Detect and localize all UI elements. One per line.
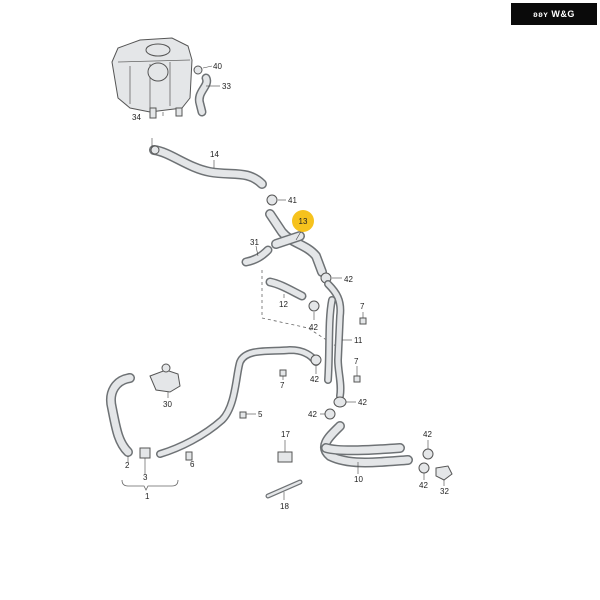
callout-5: 5 <box>258 410 263 419</box>
clip-41 <box>266 194 286 206</box>
hose-31 <box>241 245 273 267</box>
pipe-11 <box>324 280 352 400</box>
callout-30: 30 <box>163 400 172 409</box>
clip-42-lower <box>320 396 434 480</box>
hose-2 <box>106 373 135 462</box>
callout-31: 31 <box>250 238 259 247</box>
callout-6: 6 <box>190 460 195 469</box>
callout-7-c: 7 <box>280 381 285 390</box>
clip-6 <box>185 451 193 461</box>
brand-name: W&G <box>551 9 575 19</box>
hose-13 <box>265 209 327 277</box>
callout-40: 40 <box>213 62 222 71</box>
callout-17: 17 <box>281 430 290 439</box>
fitting-30 <box>149 363 181 398</box>
callout-42-a: 42 <box>344 275 353 284</box>
callout-7-b: 7 <box>354 357 359 366</box>
callout-3: 3 <box>143 473 148 482</box>
callout-42-g: 42 <box>419 481 428 490</box>
callout-42-c: 42 <box>310 375 319 384</box>
callout-33: 33 <box>222 82 231 91</box>
highlight-badge <box>292 210 314 232</box>
callout-13: 13 <box>299 217 308 226</box>
callout-41: 41 <box>288 196 297 205</box>
callout-32: 32 <box>440 487 449 496</box>
coolant-pipe-lower <box>156 346 320 458</box>
clip-42-mid <box>310 354 322 374</box>
hose-14 <box>149 138 267 189</box>
callout-12: 12 <box>279 300 288 309</box>
callout-10: 10 <box>354 475 363 484</box>
hose-33 <box>193 65 220 117</box>
brand-mark-icon: ʚʚʏ <box>533 9 549 19</box>
callout-1: 1 <box>145 492 150 501</box>
callout-42-e: 42 <box>308 410 317 419</box>
hose-10 <box>320 421 413 474</box>
connector-3 <box>139 447 151 474</box>
callout-42-b: 42 <box>309 323 318 332</box>
callout-14: 14 <box>210 150 219 159</box>
callout-7-a: 7 <box>360 302 365 311</box>
callout-42-d: 42 <box>358 398 367 407</box>
hose-12 <box>265 277 307 301</box>
expansion-tank <box>111 37 193 119</box>
fitting-32 <box>435 465 453 486</box>
callout-11: 11 <box>354 336 363 345</box>
callout-42-f: 42 <box>423 430 432 439</box>
callout-2: 2 <box>125 461 130 470</box>
callout-34: 34 <box>132 113 141 122</box>
callout-18: 18 <box>280 502 289 511</box>
bolt-7-group <box>279 312 367 383</box>
clip-17 <box>277 440 293 463</box>
group-bracket-1 <box>121 479 179 491</box>
brand-logo: ʚʚʏ W&G <box>511 3 597 25</box>
strap-18 <box>265 479 303 500</box>
